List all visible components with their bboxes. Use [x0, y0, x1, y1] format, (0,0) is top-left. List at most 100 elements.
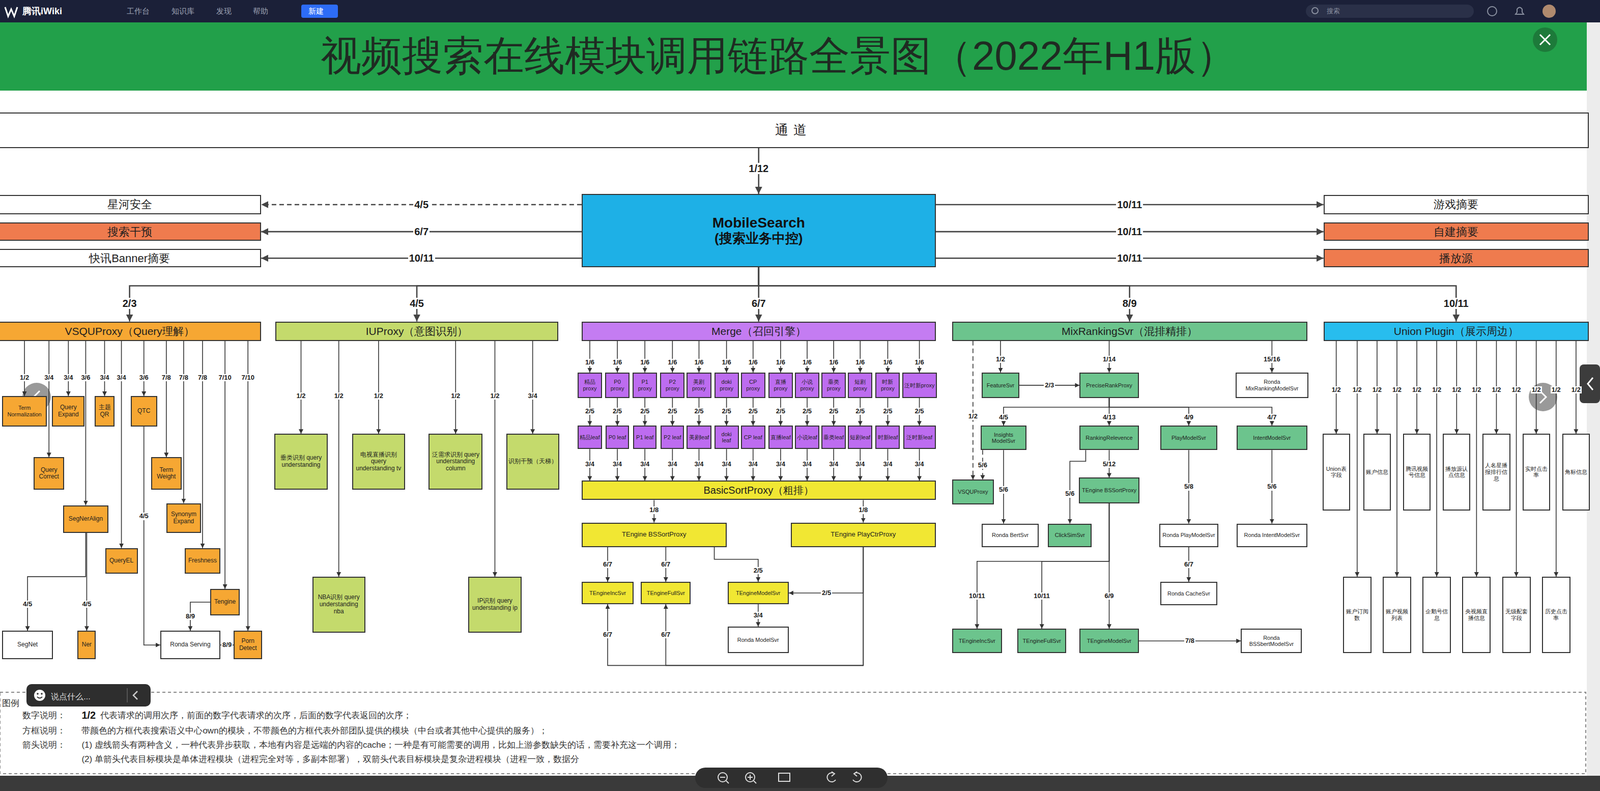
- connector: [1555, 340, 1557, 577]
- search-placeholder: 搜索: [1326, 7, 1340, 16]
- call-order: 6/7: [750, 297, 767, 309]
- node-title: TEngineFullSvr: [1022, 637, 1062, 645]
- call-order: 6/7: [660, 560, 672, 568]
- node-title: MixRankingSvr（混排精排）: [1061, 325, 1198, 338]
- node-title: Union Plugin（展示周边）: [1393, 325, 1519, 338]
- call-order: 10/11: [408, 252, 436, 264]
- module-box: 泛时新proxy: [902, 372, 937, 398]
- call-order: 3/4: [98, 374, 110, 382]
- node-title: 垂类leaf: [823, 434, 844, 441]
- call-order: 3/4: [611, 460, 623, 468]
- connector: [859, 340, 861, 373]
- module-box: 垂类识别 query understanding: [274, 433, 328, 490]
- call-order: 2/5: [666, 407, 678, 415]
- nav-item: 帮助: [252, 6, 269, 16]
- call-order: 4/7: [1266, 413, 1278, 421]
- node-title: MobileSearch: [712, 214, 806, 232]
- connector: [247, 340, 249, 631]
- module-box: P2 proxy: [660, 372, 685, 398]
- module-box: TEngine PlayCtrProxy: [790, 522, 936, 548]
- call-order: 6/7: [660, 631, 672, 639]
- external-box: 播放源认点信息: [1442, 433, 1471, 510]
- module-box: Query Correct: [33, 456, 65, 490]
- node-title: PreciseRankProxy: [1086, 382, 1132, 389]
- module-box: doki leaf: [714, 425, 739, 449]
- external-box: 历史点击率: [1541, 576, 1571, 653]
- module-box: P1 leaf: [633, 425, 657, 449]
- call-order: 3/4: [666, 460, 678, 468]
- node-title: FeatureSvr: [986, 382, 1015, 389]
- rotate-left-icon: [826, 771, 836, 782]
- call-order: 1/14: [1101, 355, 1117, 363]
- node-title: Synonym Expand: [168, 510, 199, 526]
- node-title: Ner: [81, 641, 92, 649]
- external-box: Ronda PlayModelSvr: [1159, 523, 1218, 548]
- connector: [788, 547, 864, 593]
- module-box: Insights ModelSvr: [980, 425, 1027, 450]
- node-title: 美剧proxy: [688, 378, 709, 392]
- module-box: 电视直播识别 query understanding tv: [352, 433, 406, 490]
- module-box: TEngineIncSvr: [952, 628, 1003, 653]
- call-order: 2/5: [820, 589, 833, 597]
- side-tab-chevron: [1587, 377, 1593, 390]
- call-order: 7/8: [178, 374, 190, 382]
- module-box: 泛时新leaf: [903, 425, 936, 449]
- connector: [972, 340, 974, 480]
- module-box: 小说proxy: [794, 372, 820, 398]
- node-title: PlayModelSvr: [1171, 434, 1207, 442]
- node-title: 时新leaf: [877, 434, 899, 441]
- call-order: 2/5: [854, 407, 866, 415]
- call-order: 3/4: [721, 460, 733, 468]
- external-box: 无级配套字段: [1502, 576, 1531, 653]
- node-title: TEngineModelSvr: [735, 589, 781, 597]
- node-title: 泛需求识别 query understanding column: [430, 451, 481, 473]
- legend-heading: 图例: [2, 698, 20, 709]
- node-title: 通道: [775, 122, 812, 138]
- module-box: 小说leaf: [794, 425, 820, 449]
- module-box: P1 proxy: [632, 372, 657, 398]
- call-order: 2/5: [752, 566, 764, 575]
- external-box: 央视频直播信息: [1462, 576, 1491, 653]
- external-box: Ronda ModelSvr: [727, 626, 789, 653]
- comment-chevron: [133, 691, 138, 700]
- connector: [758, 267, 1456, 322]
- connector: [698, 340, 700, 373]
- node-title: 泛时新leaf: [906, 434, 933, 441]
- call-order: 1/2: [1330, 386, 1342, 394]
- call-order: 2/5: [611, 407, 623, 415]
- call-order: 7/8: [1184, 637, 1196, 645]
- call-order: 3/4: [639, 460, 651, 468]
- module-box: 自建摘要: [1323, 222, 1589, 241]
- call-order: 8/9: [1121, 297, 1138, 309]
- node-title: QTC: [137, 407, 151, 415]
- legend-note: (1) 虚线箭头有两种含义，一种代表异步获取，本地有内容是远端的内容的cache…: [81, 739, 680, 751]
- node-title: doki leaf: [716, 431, 737, 444]
- node-title: Ronda CacheSvr: [1167, 590, 1211, 597]
- module-box: ClickSimSvr: [1047, 523, 1092, 548]
- node-title: doki proxy: [716, 378, 737, 392]
- call-order: 3/4: [747, 460, 759, 468]
- close-icon: [1539, 34, 1551, 45]
- connector: [48, 340, 50, 458]
- connector: [758, 267, 1130, 322]
- call-order: 7/8: [160, 374, 173, 382]
- call-order: 1/2: [1391, 386, 1403, 394]
- call-order: 8/9: [221, 641, 233, 649]
- connector: [644, 340, 646, 373]
- call-order: 5/6: [1266, 482, 1278, 491]
- call-order: 1/2: [1450, 386, 1463, 394]
- call-order: 3/4: [693, 460, 705, 468]
- zoom-in-icon: [747, 774, 757, 784]
- call-order: 3/4: [584, 460, 596, 468]
- node-title: QueryEL: [109, 557, 134, 565]
- module-box: Query Expand: [51, 395, 85, 427]
- title-band: [0, 22, 1587, 91]
- external-box: 账户订阅数: [1343, 576, 1372, 653]
- node-title: P1 leaf: [636, 434, 654, 441]
- connector: [780, 340, 782, 373]
- call-order: 4/13: [1101, 413, 1117, 421]
- external-box: 企鹅号信息: [1422, 576, 1451, 653]
- module-box: 主题 QR: [94, 395, 114, 427]
- module-box: Union Plugin（展示周边）: [1323, 321, 1589, 341]
- call-order: 1/6: [611, 358, 623, 366]
